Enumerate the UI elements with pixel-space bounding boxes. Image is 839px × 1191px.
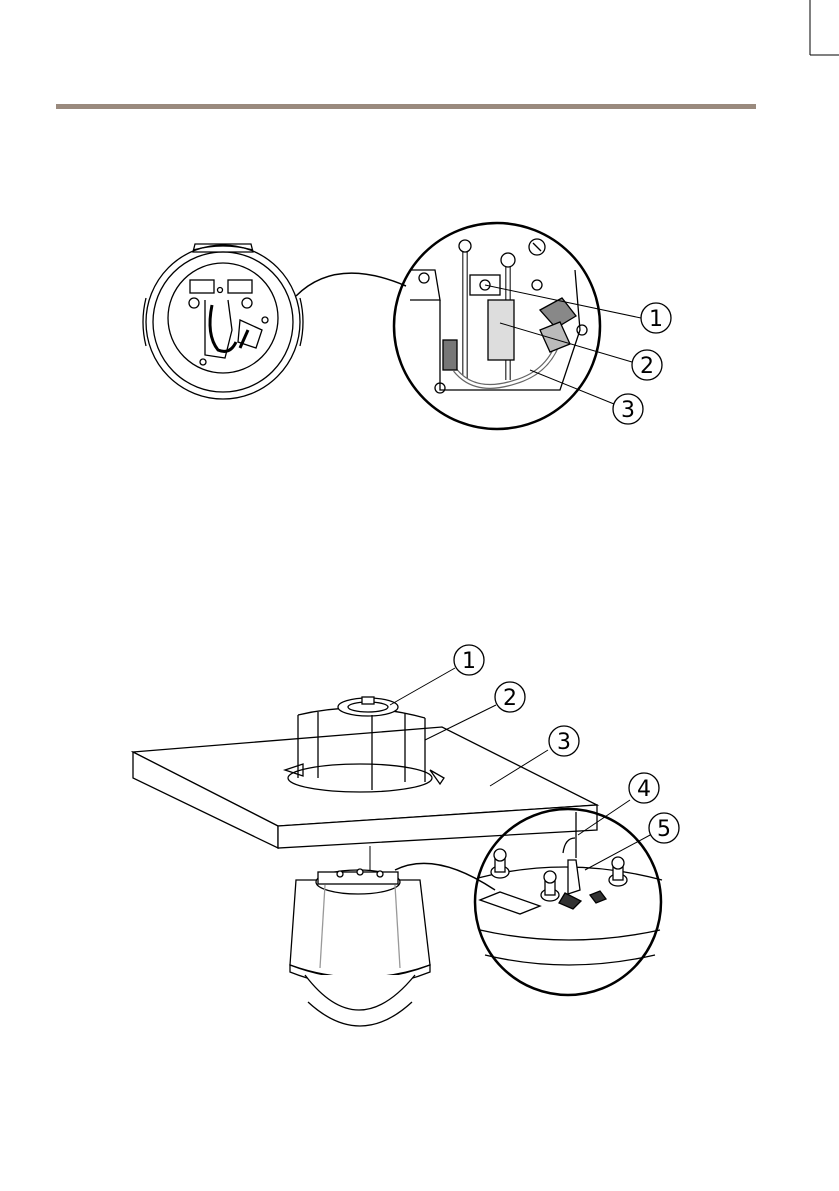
magnified-inset [475, 809, 662, 995]
camera-top-view [143, 244, 303, 399]
callout-2: 2 [632, 350, 662, 380]
dome-camera [290, 869, 430, 1026]
callout-5: 5 [649, 813, 679, 843]
callout-1: 1 [454, 645, 484, 675]
ceiling-panel [133, 727, 597, 848]
callout-3: 3 [549, 726, 579, 756]
svg-text:2: 2 [503, 686, 517, 711]
svg-text:2: 2 [640, 354, 654, 379]
header-rule [56, 104, 756, 109]
callout-1: 1 [641, 303, 671, 333]
figure-ceiling-mount: 1 2 3 4 5 [0, 630, 839, 1030]
callout-3: 3 [613, 394, 643, 424]
svg-text:3: 3 [557, 730, 571, 755]
svg-text:1: 1 [649, 307, 663, 332]
figure-cable-routing: 1 2 3 [0, 200, 839, 460]
svg-text:4: 4 [637, 777, 651, 802]
callout-4: 4 [629, 773, 659, 803]
svg-text:3: 3 [621, 398, 635, 423]
crop-mark [0, 0, 839, 60]
svg-text:5: 5 [657, 817, 671, 842]
magnified-inset [394, 223, 600, 429]
svg-text:1: 1 [462, 649, 476, 674]
callout-2: 2 [495, 682, 525, 712]
magnifier-connector [296, 273, 406, 296]
